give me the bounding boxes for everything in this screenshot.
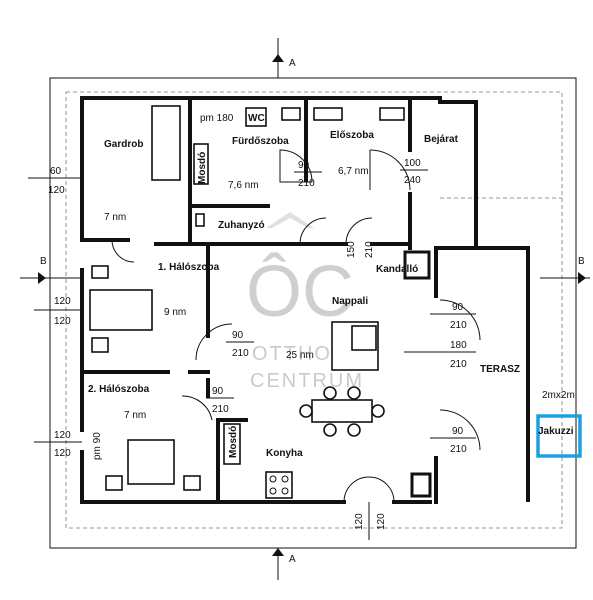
area-haloszoba2: 7 nm: [124, 410, 146, 421]
dim-bottom-120-1: 120: [354, 513, 365, 530]
room-konyha: Konyha: [266, 448, 303, 459]
stove: [265, 471, 293, 499]
dim-120-left-1: 120: [48, 185, 65, 196]
dim-bottom-120-2: 120: [376, 513, 387, 530]
dim-150: 150: [346, 241, 357, 258]
bed-1: [89, 289, 153, 331]
dim-120-left-5: 120: [54, 448, 71, 459]
room-haloszoba1: 1. Hálószoba: [158, 262, 220, 273]
dim-bed1-210: 210: [232, 348, 249, 359]
dim-terrace-90-3: 90: [452, 426, 464, 437]
bed-2: [127, 439, 175, 485]
dim-bath-90: 90: [298, 160, 310, 171]
dim-pm90: pm 90: [92, 432, 103, 460]
dim-120-left-2: 120: [54, 296, 71, 307]
area-haloszoba1: 9 nm: [164, 307, 186, 318]
room-bejarat: Bejárat: [424, 134, 459, 145]
dim-bath-210: 210: [298, 178, 315, 189]
dim-terrace-210-1: 210: [450, 320, 467, 331]
wardrobe: [151, 105, 181, 181]
wc-box: [245, 107, 267, 127]
dim-bed1-90: 90: [232, 330, 244, 341]
room-wc: WC: [248, 113, 265, 124]
door-swings: [111, 149, 481, 503]
dim-terrace-210-3: 210: [450, 444, 467, 455]
dim-terrace-210-2: 210: [450, 359, 467, 370]
room-zuhanyzo: Zuhanyzó: [218, 220, 265, 231]
section-a-top: A: [289, 58, 296, 69]
room-mosdo-2: Mosdó: [228, 426, 239, 458]
dim-bed2-90: 90: [212, 386, 224, 397]
dim-terrace-90-1: 90: [452, 302, 464, 313]
dim-240: 240: [404, 175, 421, 186]
watermark: ÔC OTTHON CENTRUM: [246, 212, 364, 392]
dim-60: 60: [50, 166, 62, 177]
walls: [80, 96, 530, 504]
watermark-line2: CENTRUM: [250, 370, 364, 392]
dim-210-vertical: 210: [364, 241, 375, 258]
room-gardrob: Gardrob: [104, 139, 143, 150]
room-kandallo: Kandalló: [376, 264, 418, 275]
dim-bed2-210: 210: [212, 404, 229, 415]
section-markers: [20, 38, 590, 580]
dim-120-left-3: 120: [54, 316, 71, 327]
room-nappali: Nappali: [332, 296, 368, 307]
mosdo-box-1: [193, 143, 209, 185]
dim-pm180: pm 180: [200, 113, 234, 124]
room-mosdo-1: Mosdó: [197, 152, 208, 184]
dim-120-left-4: 120: [54, 430, 71, 441]
room-haloszoba2: 2. Hálószoba: [88, 384, 150, 395]
room-jakuzzi: Jakuzzi: [538, 426, 574, 437]
furniture: [89, 105, 582, 499]
dim-180: 180: [450, 340, 467, 351]
section-b-right: B: [578, 256, 585, 267]
area-furdoszoba: 7,6 nm: [228, 180, 259, 191]
dim-jakuzzi-size: 2mx2m: [542, 390, 575, 401]
jakuzzi-box: [536, 414, 582, 458]
table: [311, 399, 373, 423]
room-terasz: TERASZ: [480, 364, 520, 375]
mosdo-box-2: [223, 423, 241, 465]
section-b-left: B: [40, 256, 47, 267]
section-a-bottom: A: [289, 554, 296, 565]
area-eloszoba: 6,7 nm: [338, 166, 369, 177]
watermark-logo: ÔC: [246, 252, 354, 332]
room-eloszoba: Előszoba: [330, 130, 374, 141]
kandallo-box: [403, 250, 431, 280]
area-nappali: 25 nm: [286, 350, 314, 361]
dim-100: 100: [404, 158, 421, 169]
room-furdoszoba: Fürdőszoba: [232, 136, 289, 147]
watermark-line1: OTTHON: [252, 343, 348, 365]
area-gardrob: 7 nm: [104, 212, 126, 223]
